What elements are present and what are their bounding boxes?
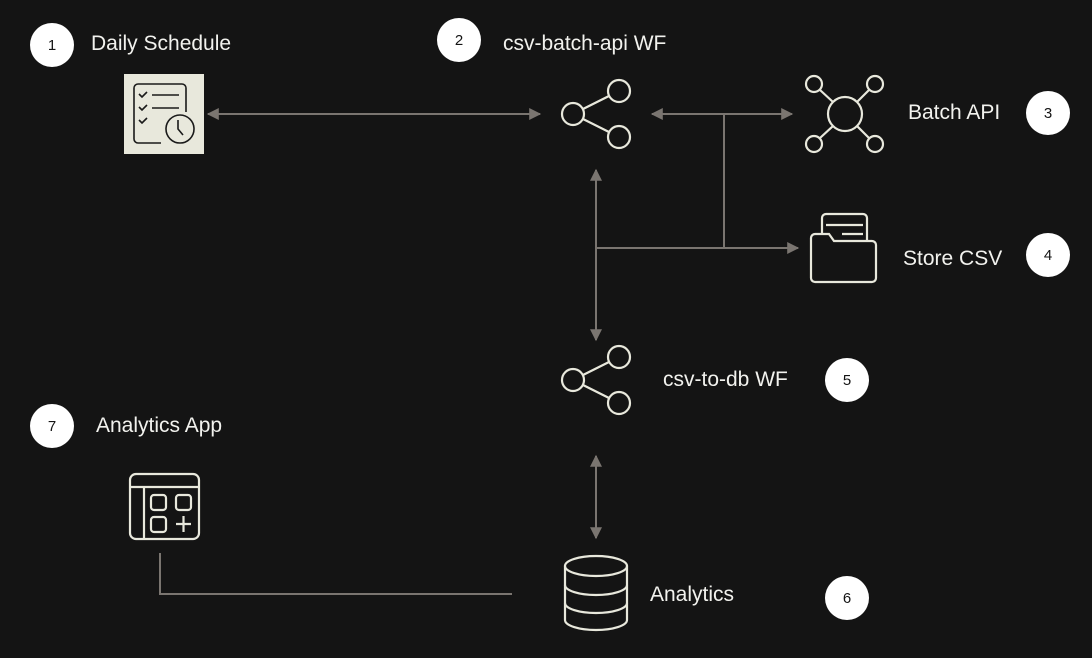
app-dashboard-icon	[128, 472, 201, 541]
step-badge-6: 6	[825, 576, 869, 620]
node-label-batch-api: Batch API	[908, 101, 1001, 124]
connector-app-db	[159, 553, 512, 595]
folder-icon	[809, 212, 878, 284]
schedule-checklist-clock-icon	[124, 74, 204, 154]
node-label-store-csv: Store CSV	[903, 247, 1003, 270]
step-badge-2: 2	[437, 18, 481, 62]
step-badge-7: 7	[30, 404, 74, 448]
step-badge-4: 4	[1026, 233, 1070, 277]
node-label-analytics: Analytics	[650, 583, 735, 606]
hub-network-icon	[804, 74, 885, 154]
share-workflow-icon	[560, 78, 632, 150]
share-workflow-icon	[560, 344, 632, 416]
database-icon	[563, 554, 629, 632]
node-label-csv-to-db-wf: csv-to-db WF	[663, 368, 788, 391]
step-badge-1: 1	[30, 23, 74, 67]
node-label-csv-batch-api-wf: csv-batch-api WF	[503, 32, 667, 55]
node-label-daily-schedule: Daily Schedule	[91, 32, 232, 55]
node-label-analytics-app: Analytics App	[96, 414, 223, 437]
step-badge-3: 3	[1026, 91, 1070, 135]
step-badge-5: 5	[825, 358, 869, 402]
